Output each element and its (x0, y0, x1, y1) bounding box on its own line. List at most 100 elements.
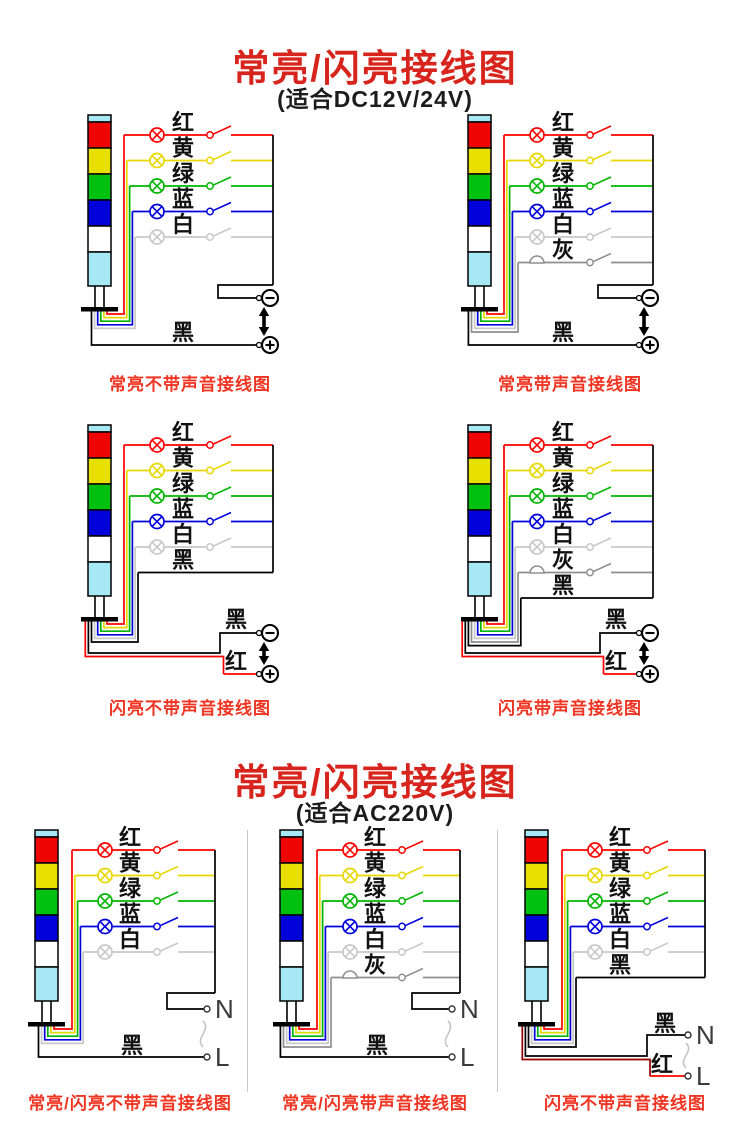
signal-tower (273, 829, 310, 1027)
wire-bundle (93, 135, 137, 330)
lamp-icon (149, 539, 165, 555)
double-arrow-icon (638, 642, 650, 665)
wire-row-blue: 蓝 (80, 902, 215, 935)
svg-text:红: 红 (119, 825, 141, 850)
switch-icon (586, 460, 612, 475)
lamp-icon (149, 203, 165, 220)
wire-row-green: 绿 (77, 876, 215, 909)
wire-row-red: 红 (504, 420, 653, 453)
svg-text:绿: 绿 (172, 471, 195, 496)
lamp-icon (529, 488, 545, 504)
switch-icon (153, 942, 179, 956)
terminal-N-icon: N (684, 1020, 715, 1050)
wire-row-red: 红 (124, 110, 273, 143)
wire-row-white_wire: 白 (328, 927, 460, 960)
diagram-dc-flash-sound: 红黄绿蓝白灰黑黑红 闪亮带声音接线图 (455, 420, 685, 719)
svg-text:红: 红 (225, 649, 247, 674)
lamp-icon (529, 513, 545, 530)
diagram-caption: 常亮不带声音接线图 (109, 375, 271, 394)
svg-text:红: 红 (172, 110, 194, 135)
terminal-minus-icon (255, 623, 280, 643)
diagram-dc-steady-sound: 红黄绿蓝白灰黑 常亮带声音接线图 (455, 110, 685, 395)
wire-row-white_wire: 白 (135, 212, 273, 245)
wire-row-blue: 蓝 (512, 187, 653, 220)
switch-icon (206, 227, 232, 241)
section-title-dc: 常亮/闪亮接线图 (232, 48, 518, 89)
signal-tower (461, 114, 498, 312)
diagram-caption: 常亮/闪亮不带声音接线图 (28, 1094, 232, 1113)
wire-row-green: 绿 (509, 161, 653, 194)
wire-row-blue: 蓝 (132, 497, 273, 530)
svg-text:绿: 绿 (552, 471, 575, 496)
switch-icon (586, 511, 612, 526)
svg-text:红: 红 (552, 110, 574, 135)
section-subtitle-ac: (适合AC220V) (295, 800, 455, 826)
svg-text:蓝: 蓝 (119, 902, 141, 927)
svg-text:N: N (215, 994, 234, 1024)
svg-text:白: 白 (119, 927, 141, 952)
svg-text:红: 红 (364, 825, 386, 850)
svg-text:黄: 黄 (172, 446, 194, 471)
switch-icon (206, 537, 232, 551)
wire-row-green: 绿 (567, 876, 705, 909)
switch-icon (206, 150, 232, 165)
switch-icon (398, 891, 424, 905)
lamp-icon (529, 462, 545, 479)
lamp-icon (97, 842, 113, 858)
wire-row-yellow: 黄 (126, 446, 273, 479)
power-connection: 黑红 (461, 607, 660, 684)
buzzer-icon (529, 255, 545, 264)
svg-text:黄: 黄 (172, 136, 194, 161)
svg-text:黑: 黑 (609, 953, 631, 978)
svg-text:绿: 绿 (364, 876, 387, 901)
diagram-caption: 常亮带声音接线图 (498, 375, 642, 394)
lamp-icon (149, 462, 165, 479)
switch-icon (586, 201, 612, 216)
lamp-icon (149, 229, 165, 245)
svg-text:红: 红 (609, 825, 631, 850)
terminal-plus-icon (255, 664, 280, 684)
column-divider (247, 830, 248, 1092)
lamp-icon (342, 842, 358, 858)
svg-text:灰: 灰 (364, 953, 386, 978)
wire-row-black: 黑 (520, 573, 653, 599)
signal-tower (81, 424, 118, 622)
svg-text:黑: 黑 (605, 607, 627, 632)
wire-row-yellow: 黄 (319, 851, 460, 884)
switch-icon (643, 942, 669, 956)
switch-icon (586, 486, 612, 500)
power-connection: 黑 (90, 284, 280, 355)
svg-text:绿: 绿 (609, 876, 632, 901)
diagram-caption: 闪亮带声音接线图 (498, 699, 642, 718)
wire-row-white_wire: 白 (83, 927, 215, 960)
wire-row-yellow: 黄 (126, 136, 273, 169)
terminal-L-icon: L (448, 1042, 474, 1072)
switch-icon (586, 125, 612, 139)
svg-text:L: L (460, 1042, 474, 1072)
lamp-icon (342, 918, 358, 935)
switch-icon (586, 252, 612, 267)
ac-source-squiggle (444, 1020, 452, 1048)
diagram-caption: 常亮/闪亮带声音接线图 (282, 1094, 468, 1113)
ac-source-squiggle (199, 1020, 207, 1048)
svg-text:红: 红 (605, 649, 627, 674)
svg-text:白: 白 (552, 522, 574, 547)
signal-tower (81, 114, 118, 312)
terminal-minus-icon (635, 623, 660, 643)
lamp-icon (529, 203, 545, 220)
switch-icon (398, 865, 424, 880)
section-subtitle-dc: (适合DC12V/24V) (277, 86, 473, 112)
diagram-dc-steady-silent: 红黄绿蓝白黑 常亮不带声音接线图 (75, 110, 305, 395)
wire-row-yellow: 黄 (564, 851, 705, 884)
power-connection: 黑NL (279, 992, 479, 1072)
switch-icon (398, 942, 424, 956)
wire-row-blue: 蓝 (570, 902, 705, 935)
wire-row-yellow: 黄 (74, 851, 215, 884)
switch-icon (153, 916, 179, 931)
wire-row-blue: 蓝 (132, 187, 273, 220)
svg-text:N: N (460, 994, 479, 1024)
terminal-minus-icon (635, 288, 660, 308)
